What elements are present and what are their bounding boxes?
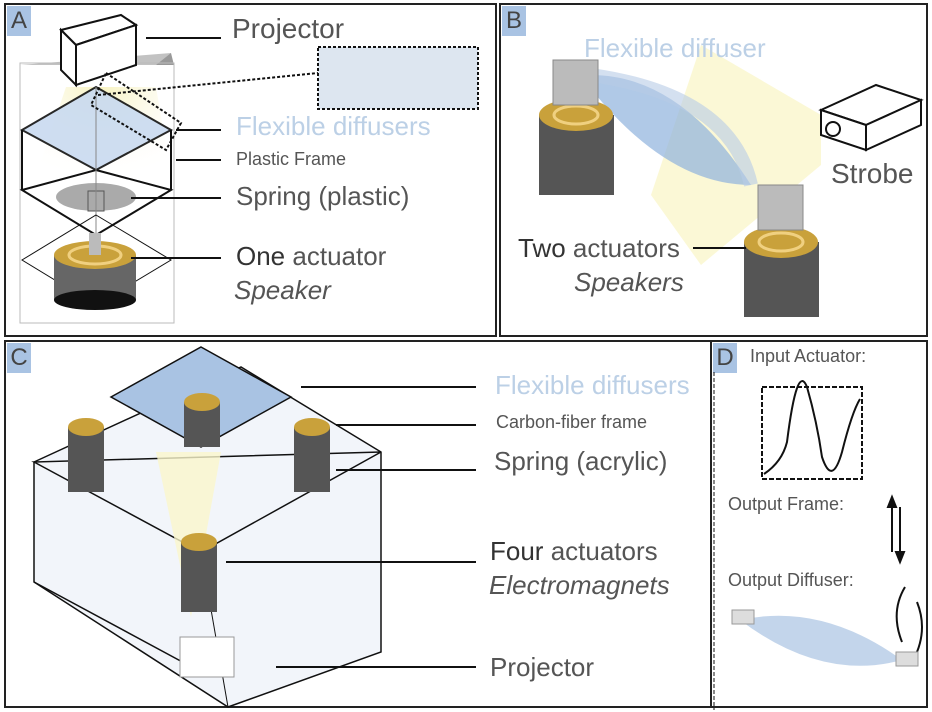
strobe-icon <box>818 83 924 152</box>
actuator-label: One actuator <box>236 241 386 272</box>
panel-a: A Projector Flexi <box>4 3 497 337</box>
panel-d: D Input Actuator: Output Frame: Output D… <box>710 340 928 710</box>
actuator-count: Four <box>490 536 544 566</box>
output-diffuser-label: Output Diffuser: <box>728 570 854 590</box>
panel-label: C <box>7 343 31 373</box>
flexible-diffusers-label: Flexible diffusers <box>236 111 431 141</box>
sine-wave <box>763 380 861 475</box>
actuator-type: Speakers <box>574 267 684 297</box>
plastic-frame-label: Plastic Frame <box>236 149 347 169</box>
panel-label: A <box>7 6 31 36</box>
four-actuator-illustration <box>31 346 476 708</box>
carbon-fiber-frame-label: Carbon-fiber frame <box>496 412 648 432</box>
actuator-label: Four actuators <box>490 536 658 567</box>
actuator-word: actuators <box>543 536 658 566</box>
two-speaker-illustration <box>539 45 924 317</box>
actuator-type: Electromagnets <box>489 570 670 600</box>
projector-icon <box>59 13 139 88</box>
actuator-word: actuators <box>565 233 680 263</box>
projector-label: Projector <box>232 13 345 44</box>
panel-c: C Flexible diffusers Carbon-fiber <box>4 340 714 708</box>
spring-label: Spring (acrylic) <box>494 446 668 476</box>
speaker-setup-illustration <box>19 13 479 324</box>
vertical-arrows-icon <box>886 494 906 565</box>
flexible-diffuser-label: Flexible diffuser <box>584 33 766 63</box>
actuator-type: Speaker <box>234 275 331 305</box>
actuator-count: Two <box>518 233 566 263</box>
output-frame-label: Output Frame: <box>728 494 845 514</box>
spring-label: Spring (plastic) <box>236 181 410 211</box>
panel-b: B Flexible diffuser Strobe Two actuators… <box>499 3 928 337</box>
actuator-label: Two actuators <box>518 233 680 264</box>
panel-label: D <box>713 343 737 373</box>
input-actuator-label: Input Actuator: <box>750 346 867 366</box>
actuator-count: One <box>236 241 286 271</box>
rotation-arrows-icon <box>895 586 923 653</box>
strobe-label: Strobe <box>831 158 914 189</box>
speaker-left-icon <box>539 59 614 195</box>
projector-label: Projector <box>490 652 595 682</box>
panel-label: B <box>502 6 526 36</box>
actuator-word: actuator <box>285 241 387 271</box>
speaker-icon <box>54 233 136 310</box>
motion-diagram <box>713 372 923 710</box>
flexible-diffusers-label: Flexible diffusers <box>495 370 690 400</box>
speaker-right-icon <box>744 184 819 317</box>
